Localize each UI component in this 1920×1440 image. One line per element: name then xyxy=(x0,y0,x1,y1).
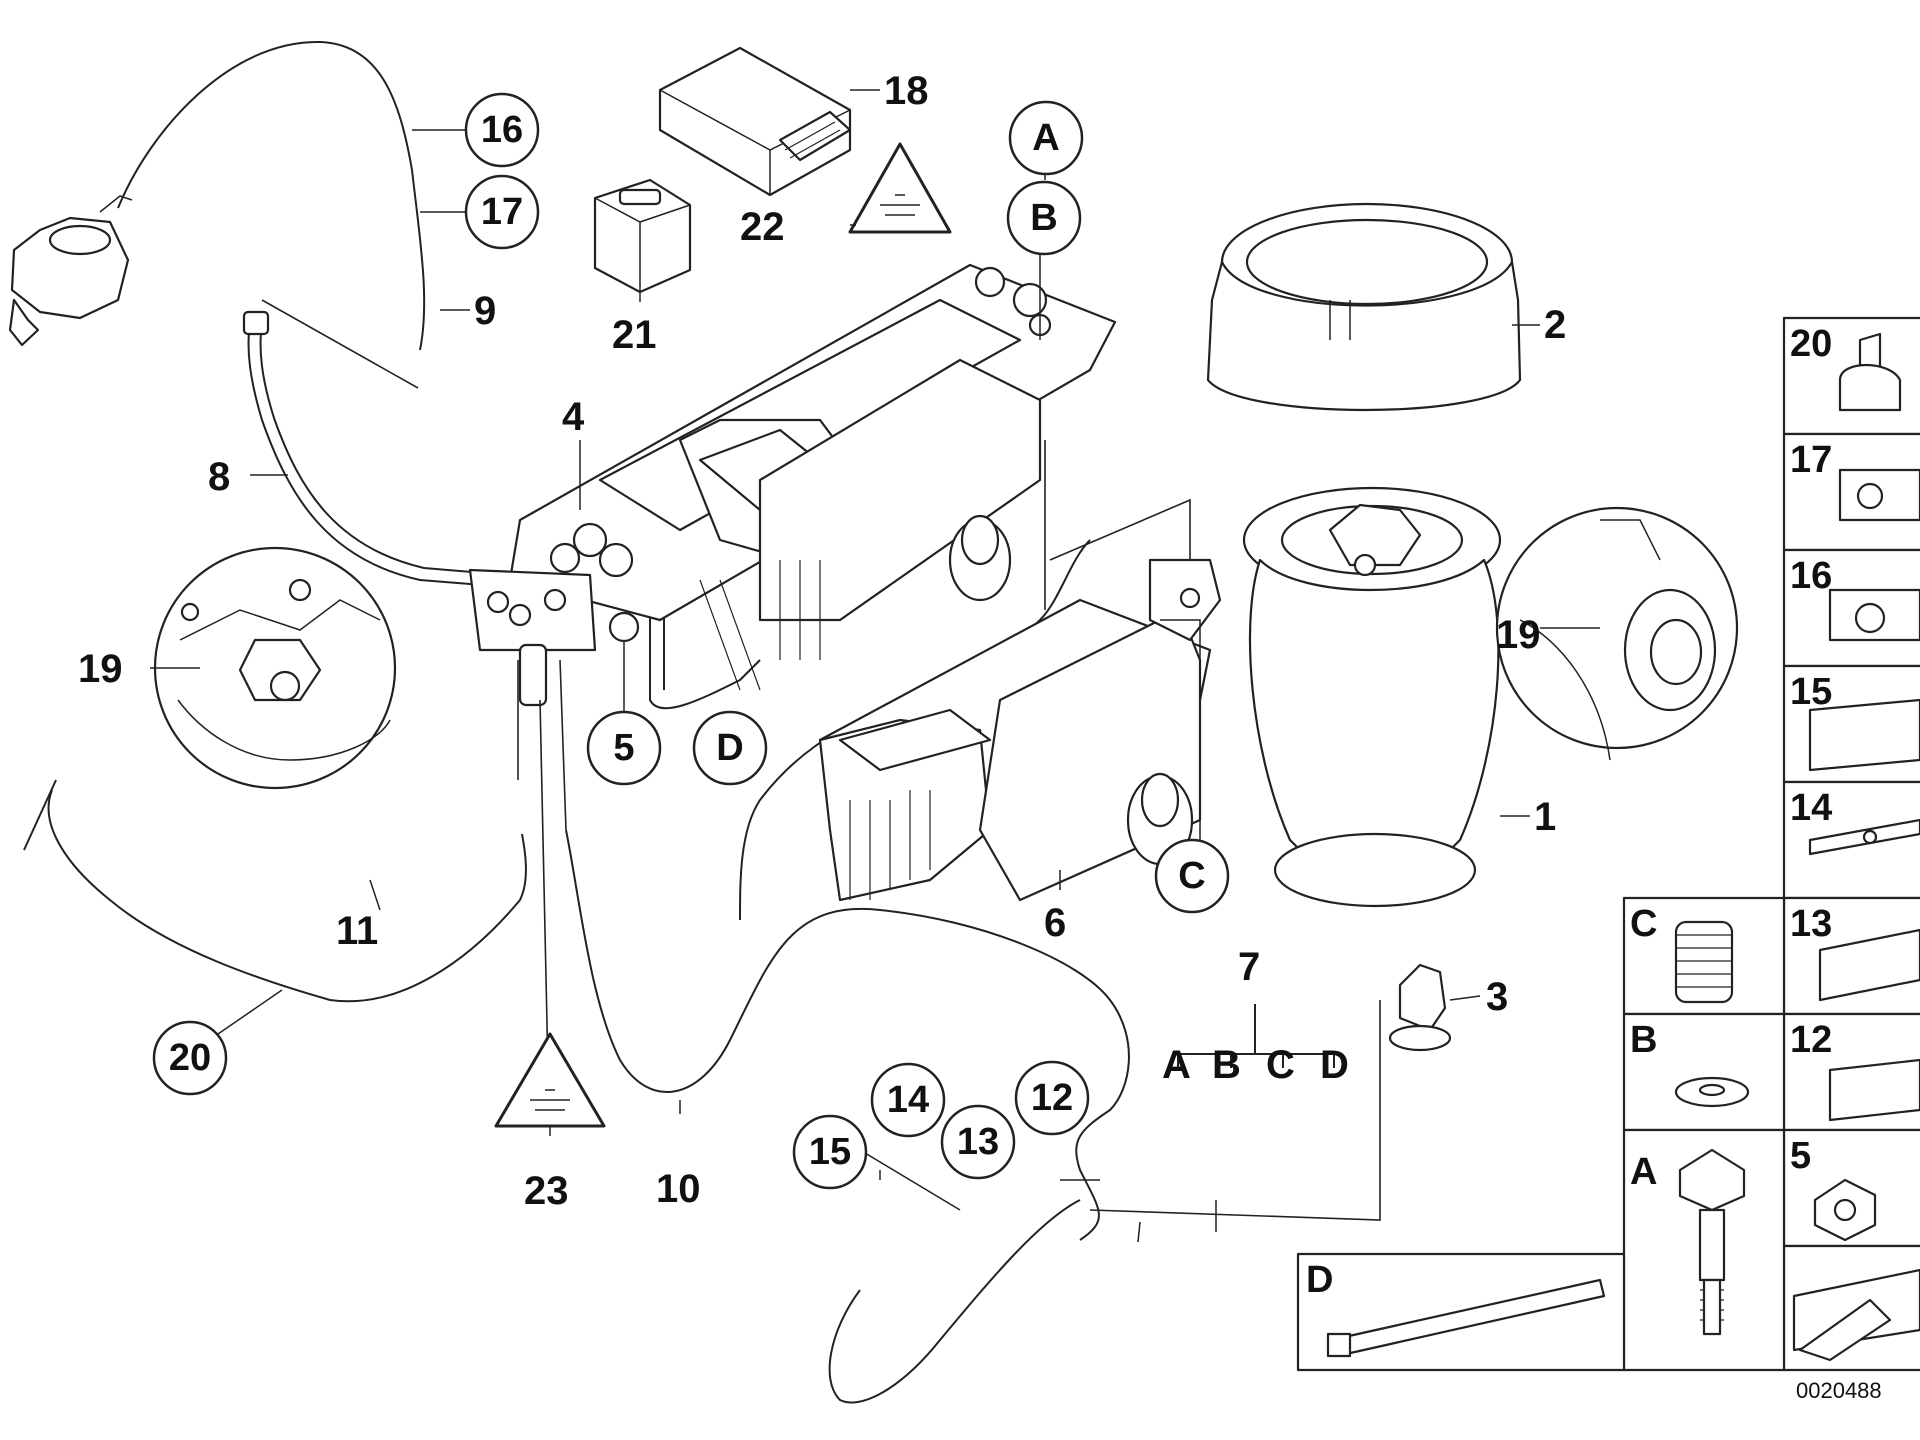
bolt-A xyxy=(1678,1148,1746,1336)
callout-D: D xyxy=(692,710,768,786)
kit-7-item-D: D xyxy=(1320,1043,1349,1087)
pressure-sensor xyxy=(8,195,133,347)
dust-cover-2 xyxy=(1206,202,1522,412)
svg-text:13: 13 xyxy=(957,1121,999,1163)
sensor-cable xyxy=(117,40,426,351)
grid-label-13: 13 xyxy=(1790,903,1832,945)
grid-label-14: 14 xyxy=(1790,787,1832,829)
callout-C: C xyxy=(1154,838,1230,914)
detail-inset-right xyxy=(1495,506,1739,761)
kit-7-item-A: A xyxy=(1162,1043,1191,1087)
label-9: 9 xyxy=(474,289,496,333)
svg-text:D: D xyxy=(716,727,743,769)
spring-C xyxy=(1674,920,1734,1004)
label-3: 3 xyxy=(1486,975,1508,1019)
label-1: 1 xyxy=(1534,795,1556,839)
inset-right-label-19: 19 xyxy=(1496,613,1541,657)
grid-label-12: 12 xyxy=(1790,1019,1832,1061)
relay-21 xyxy=(593,178,692,294)
detail-inset-left xyxy=(153,546,397,790)
control-unit-18 xyxy=(658,46,852,197)
grid-label-20: 20 xyxy=(1790,323,1832,365)
label-4: 4 xyxy=(562,395,585,439)
grid-label-5: 5 xyxy=(1790,1135,1811,1177)
label-10: 10 xyxy=(656,1167,701,1211)
compressor-6 xyxy=(818,558,1222,902)
compressor-upper xyxy=(678,358,1042,691)
label-6: 6 xyxy=(1044,901,1066,945)
label-21: 21 xyxy=(612,313,657,357)
leader-9 xyxy=(261,299,419,389)
label-7: 7 xyxy=(1238,945,1260,989)
callout-15: 15 xyxy=(792,1114,868,1190)
kit-7-item-B: B xyxy=(1212,1043,1241,1087)
svg-text:20: 20 xyxy=(169,1037,211,1079)
callout-17: 17 xyxy=(464,174,540,250)
kit-7-item-C: C xyxy=(1266,1043,1295,1087)
svg-text:17: 17 xyxy=(481,191,523,233)
svg-text:15: 15 xyxy=(809,1131,851,1173)
svg-text:16: 16 xyxy=(481,109,523,151)
grid-label-C: C xyxy=(1630,903,1657,945)
valve-block xyxy=(468,568,640,707)
callout-12: 12 xyxy=(1014,1060,1090,1136)
diagram-code: 0020488 xyxy=(1796,1378,1882,1403)
callout-A: A xyxy=(1008,100,1084,176)
kit-7-bracket xyxy=(1176,1004,1335,1068)
air-spring-1 xyxy=(1242,486,1502,908)
svg-text:14: 14 xyxy=(887,1079,929,1121)
warning-triangle-22 xyxy=(848,142,952,234)
line-12-15 xyxy=(828,1199,1081,1404)
grid-label-B: B xyxy=(1630,1019,1657,1061)
grid-label-15: 15 xyxy=(1790,671,1832,713)
label-18: 18 xyxy=(884,69,929,113)
svg-text:5: 5 xyxy=(613,727,634,769)
callout-14: 14 xyxy=(870,1062,946,1138)
callout-5: 5 xyxy=(586,710,662,786)
grid-label-D: D xyxy=(1306,1259,1333,1301)
svg-text:B: B xyxy=(1030,197,1057,239)
harness-11 xyxy=(47,789,527,1003)
callout-16: 16 xyxy=(464,92,540,168)
callout-20: 20 xyxy=(152,1020,228,1096)
label-22: 22 xyxy=(740,205,785,249)
grid-label-16: 16 xyxy=(1790,555,1832,597)
hose-8 xyxy=(247,321,521,589)
svg-text:A: A xyxy=(1032,117,1059,159)
callout-13: 13 xyxy=(940,1104,1016,1180)
label-11: 11 xyxy=(336,909,378,953)
parts-grid xyxy=(1296,316,1920,1372)
callout-B: B xyxy=(1006,180,1082,256)
grid-label-A: A xyxy=(1630,1151,1657,1193)
line-10 xyxy=(565,829,1130,1241)
grid-label-17: 17 xyxy=(1790,439,1832,481)
pipe-D xyxy=(649,600,761,710)
svg-text:12: 12 xyxy=(1031,1077,1073,1119)
warning-triangle-23 xyxy=(494,1032,606,1128)
valve-3 xyxy=(1388,963,1452,1052)
inset-left-label-19: 19 xyxy=(78,647,123,691)
label-8: 8 xyxy=(208,455,230,499)
label-23: 23 xyxy=(524,1169,569,1213)
svg-text:C: C xyxy=(1178,855,1205,897)
label-2: 2 xyxy=(1544,303,1566,347)
